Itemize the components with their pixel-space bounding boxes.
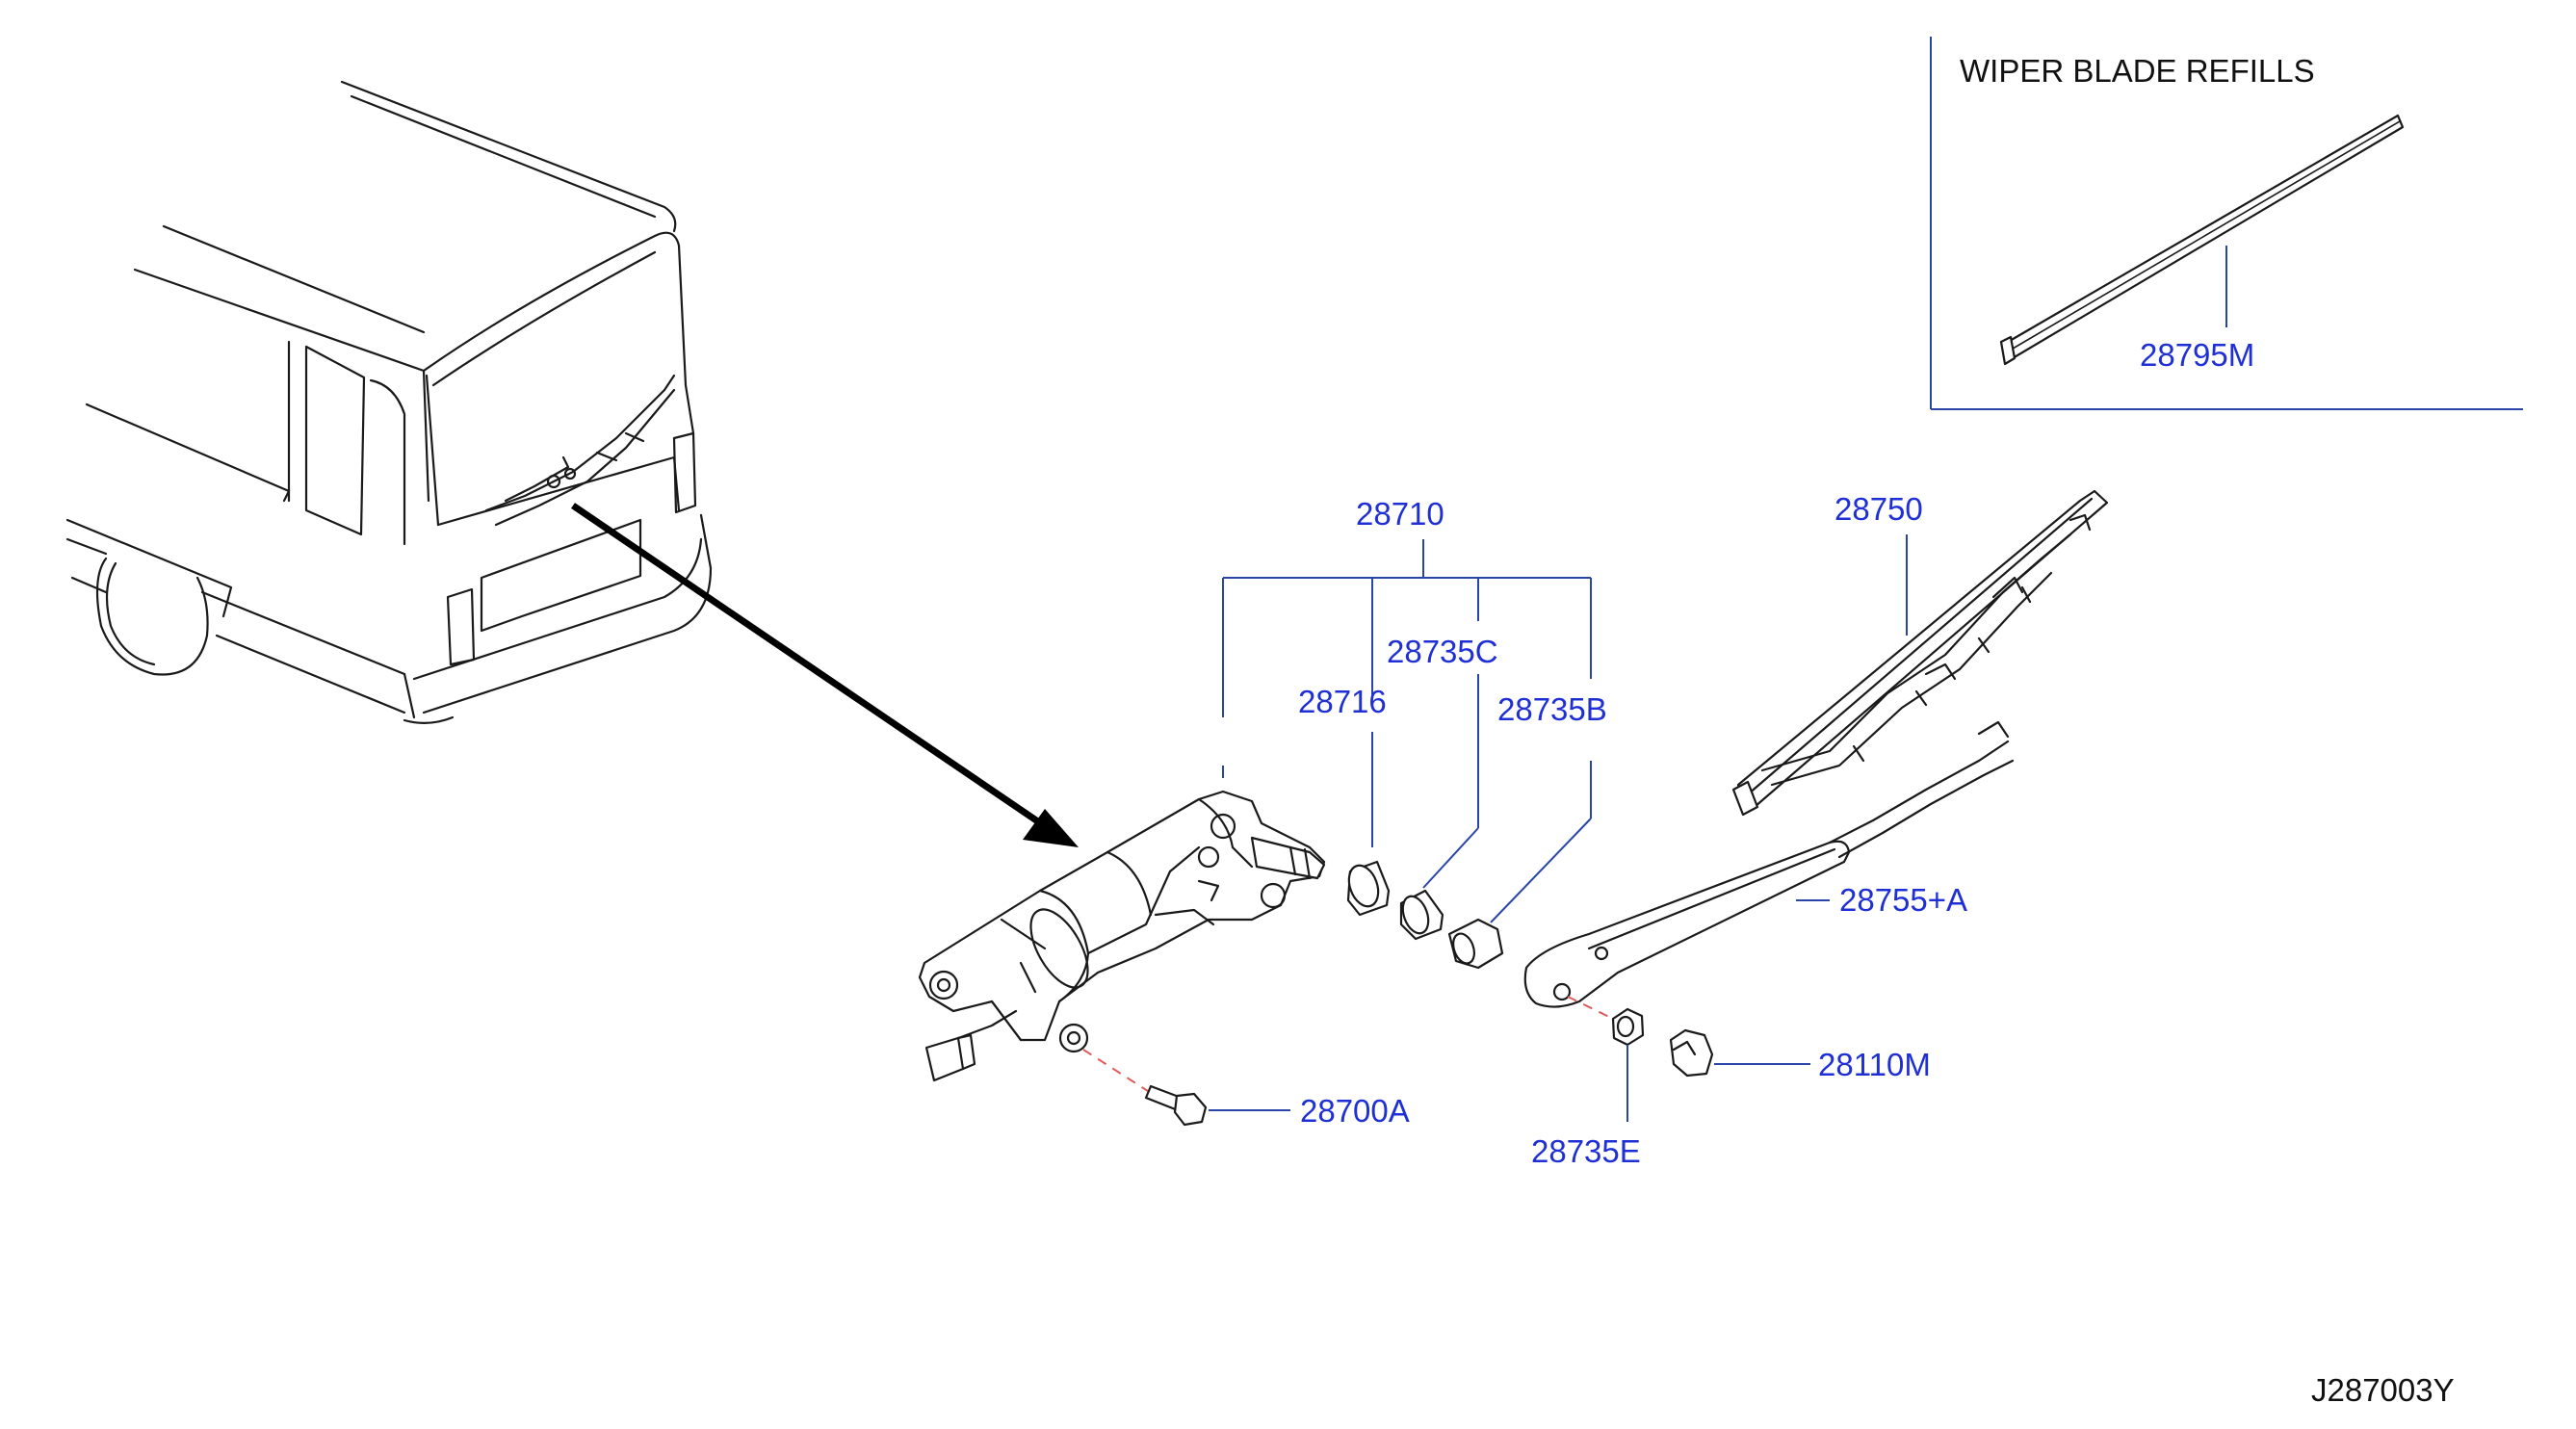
diagram-code: J287003Y <box>2311 1372 2455 1408</box>
assembly-bracket: 28710 <box>1222 496 1592 923</box>
label-assembly: 28710 <box>1356 496 1444 532</box>
label-motor-bolt: 28700A <box>1300 1093 1410 1129</box>
label-blade: 28750 <box>1834 491 1923 527</box>
pivot-cap-part <box>1346 860 1391 917</box>
label-pivot-cap: 28716 <box>1298 684 1387 719</box>
inset-title: WIPER BLADE REFILLS <box>1960 53 2315 89</box>
label-bushing-c: 28735C <box>1387 634 1498 669</box>
wiper-blade: 28750 <box>1731 489 2109 817</box>
bushing-b-part <box>1447 918 1504 970</box>
arm-cap: 28110M <box>1669 1028 1931 1082</box>
wiper-arm: 28755+A <box>1523 720 2015 1008</box>
label-arm-nut: 28735E <box>1531 1133 1641 1169</box>
label-arm-cap: 28110M <box>1818 1047 1931 1082</box>
refill-part-number: 28795M <box>2140 337 2254 373</box>
label-bushing-b: 28735B <box>1497 691 1607 727</box>
vehicle-illustration <box>65 80 713 724</box>
refill-inset: WIPER BLADE REFILLS 28795M <box>1930 37 2523 410</box>
pointer-arrow <box>571 503 1079 847</box>
arm-nut: 28735E <box>1531 996 1645 1169</box>
bushing-c-part <box>1399 889 1444 941</box>
label-arm: 28755+A <box>1839 882 1967 918</box>
motor-bolt: 28700A <box>1082 1049 1410 1129</box>
wiper-motor <box>918 790 1326 1082</box>
